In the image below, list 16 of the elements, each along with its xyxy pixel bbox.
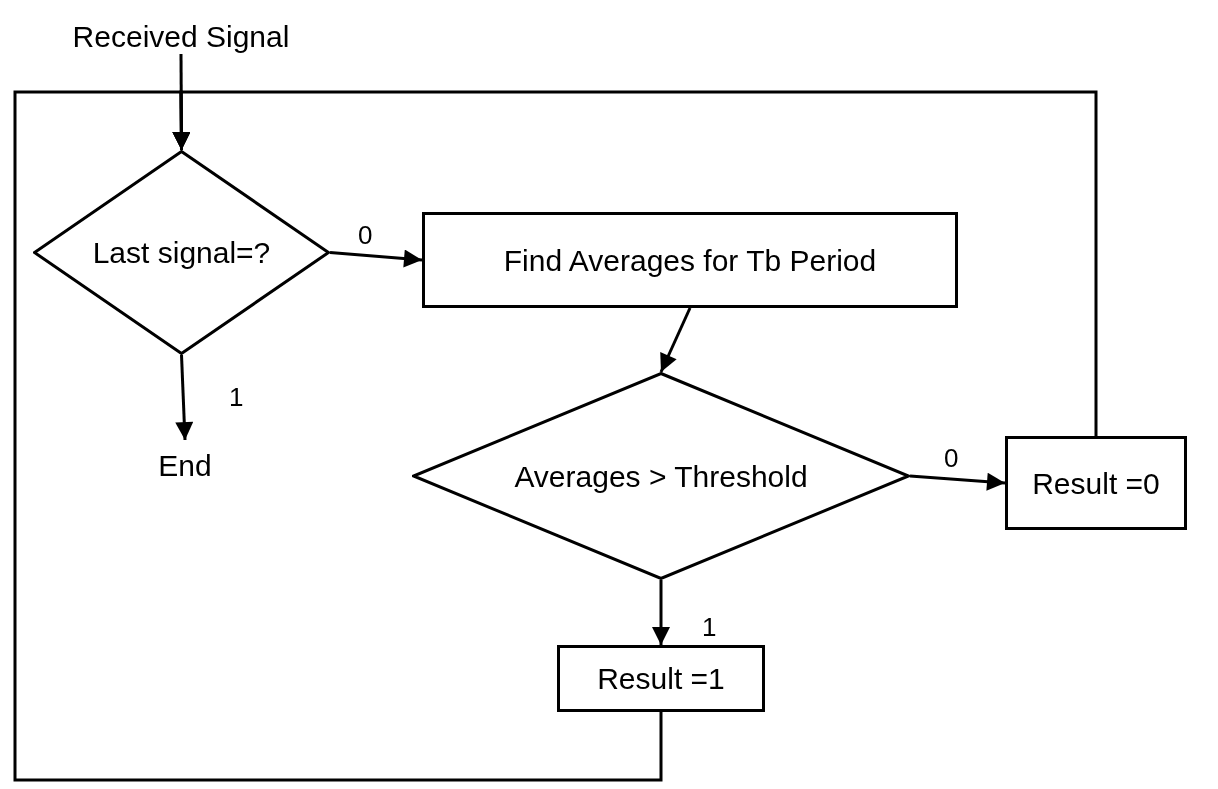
node-label: Find Averages for Tb Period — [503, 242, 877, 279]
node-label: Result =0 — [1032, 465, 1160, 502]
arrow — [909, 472, 1006, 491]
arrow — [329, 249, 423, 268]
arrow — [652, 580, 670, 645]
process-box — [1005, 436, 1187, 530]
node-label: Result =1 — [597, 661, 725, 697]
node-label: Averages > Threshold — [514, 458, 808, 495]
process-box — [422, 212, 958, 308]
arrow — [175, 354, 194, 441]
arrow — [13, 90, 663, 782]
node-label: Received Signal — [72, 18, 290, 55]
arrow — [659, 307, 692, 373]
process-box — [557, 645, 765, 712]
node-label: Last signal=? — [92, 235, 271, 271]
node-label: End — [158, 447, 212, 484]
